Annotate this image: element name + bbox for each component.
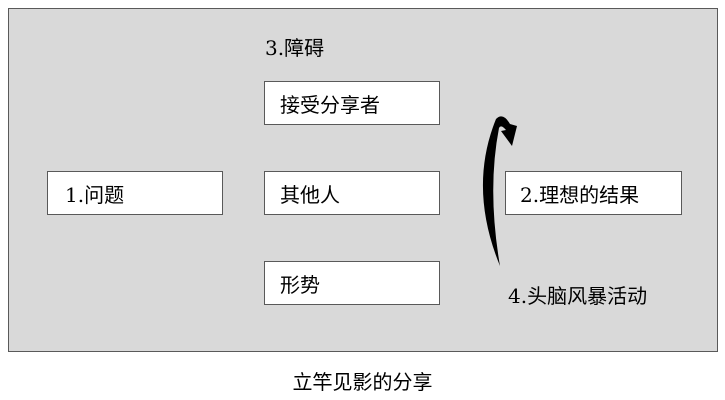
brainstorm-label: 4.头脑风暴活动 — [508, 284, 648, 308]
curved-arrow-shape — [482, 116, 517, 266]
node-recipients: 接受分享者 — [264, 81, 440, 125]
node-ideal-result: 2.理想的结果 — [505, 171, 682, 215]
node-others: 其他人 — [264, 171, 440, 215]
node-situation: 形势 — [264, 261, 440, 305]
figure-caption: 立竿见影的分享 — [292, 370, 433, 394]
obstacles-label: 3.障碍 — [265, 36, 325, 60]
node-problem: 1.问题 — [47, 171, 223, 215]
curved-arrow-icon — [482, 116, 517, 266]
